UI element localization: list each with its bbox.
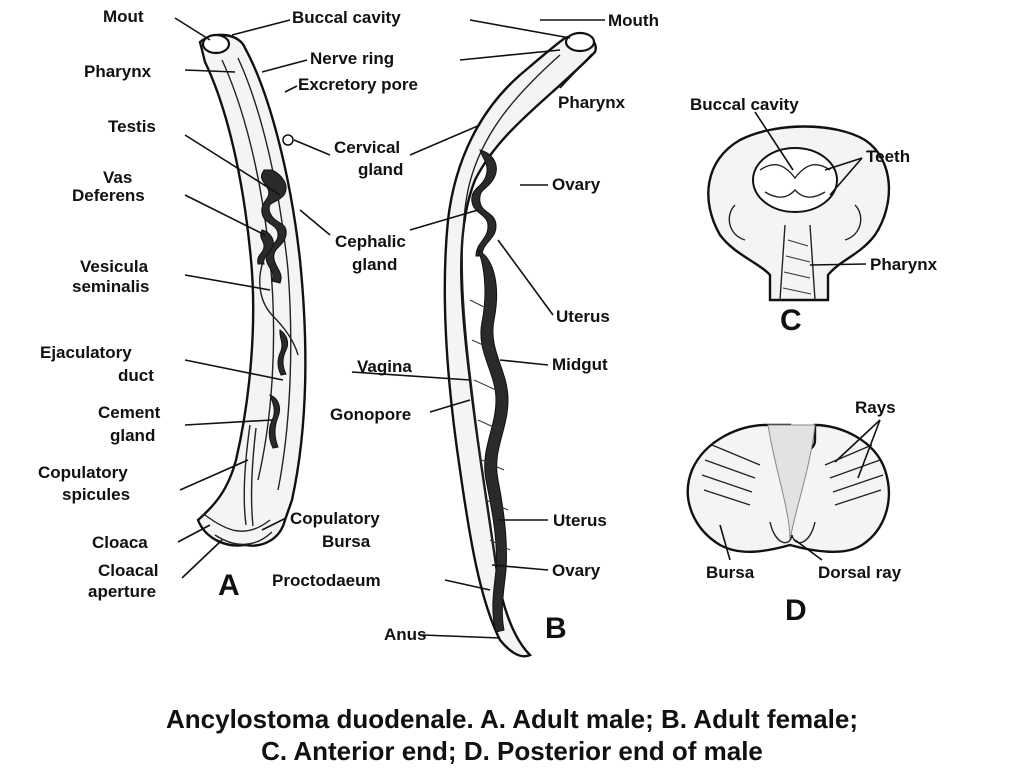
uterus-midgut-mass	[476, 248, 509, 633]
label-a-ejaculatory-2: duct	[118, 366, 154, 385]
label-b-uterus-bottom: Uterus	[553, 511, 607, 530]
female-mouth-opening	[564, 31, 596, 53]
panel-letter-b: B	[545, 612, 567, 645]
label-cervical-gland-1: Cervical	[334, 138, 400, 157]
label-a-testis: Testis	[108, 117, 156, 136]
label-excretory-pore: Excretory pore	[298, 75, 418, 94]
label-a-vas-deferens-1: Vas	[103, 168, 132, 187]
caption-line-1: Ancylostoma duodenale. A. Adult male; B.…	[166, 704, 858, 734]
anterior-end-drawing	[707, 125, 891, 302]
label-c-pharynx: Pharynx	[870, 255, 938, 274]
label-b-pharynx: Pharynx	[558, 93, 626, 112]
panel-letter-d: D	[785, 594, 807, 627]
label-a-pharynx: Pharynx	[84, 62, 152, 81]
male-worm-drawing	[196, 33, 307, 547]
copulatory-bursa-drawing	[204, 514, 273, 546]
label-a-cement-2: gland	[110, 426, 155, 445]
label-b-vagina: Vagina	[357, 357, 412, 376]
dorsal-ray-drawing	[769, 521, 816, 544]
pharynx-tube	[779, 224, 816, 301]
label-b-proctodaeum: Proctodaeum	[272, 571, 381, 590]
rays-left	[701, 444, 761, 506]
female-worm-drawing	[443, 31, 597, 658]
anterior-end-outline	[707, 125, 891, 302]
side-hooks	[728, 204, 862, 241]
label-c-buccal-cavity: Buccal cavity	[690, 95, 799, 114]
label-cephalic-gland-2: gland	[352, 255, 397, 274]
label-b-midgut: Midgut	[552, 355, 608, 374]
buccal-capsule	[752, 147, 838, 213]
label-b-mouth: Mouth	[608, 11, 659, 30]
testis-coils	[261, 169, 287, 284]
label-a-cement-1: Cement	[98, 403, 161, 422]
label-c-teeth: Teeth	[866, 147, 910, 166]
labels: Mout Pharynx Testis Vas Deferens Vesicul…	[38, 7, 938, 644]
label-buccal-cavity: Buccal cavity	[292, 8, 401, 27]
label-d-bursa: Bursa	[706, 563, 755, 582]
label-a-spicules-2: spicules	[62, 485, 130, 504]
label-b-uterus-top: Uterus	[556, 307, 610, 326]
cement-gland	[268, 394, 281, 449]
label-a-cloacal-aperture-1: Cloacal	[98, 561, 158, 580]
label-a-spicules-1: Copulatory	[38, 463, 128, 482]
vas-deferens-coils	[257, 229, 274, 265]
label-copulatory-bursa-1: Copulatory	[290, 509, 380, 528]
panel-letters: A B C D	[218, 304, 807, 645]
caption-line-2: C. Anterior end; D. Posterior end of mal…	[261, 736, 763, 766]
label-d-dorsal-ray: Dorsal ray	[818, 563, 902, 582]
label-b-ovary-top: Ovary	[552, 175, 601, 194]
teeth-drawing	[759, 164, 831, 198]
leader-lines	[174, 17, 881, 639]
label-a-vesicula-2: seminalis	[72, 277, 150, 296]
ovary-upper-coils	[471, 149, 497, 257]
label-a-cloacal-aperture-2: aperture	[88, 582, 156, 601]
ejaculatory-duct	[277, 329, 289, 376]
panel-letter-c: C	[780, 304, 802, 337]
label-cervical-gland-2: gland	[358, 160, 403, 179]
label-b-anus: Anus	[384, 625, 427, 644]
label-a-vas-deferens-2: Deferens	[72, 186, 145, 205]
label-cephalic-gland-1: Cephalic	[335, 232, 406, 251]
label-a-mouth: Mout	[103, 7, 144, 26]
female-worm-body	[443, 34, 597, 658]
vesicula-seminalis	[259, 254, 299, 356]
label-a-ejaculatory-1: Ejaculatory	[40, 343, 132, 362]
posterior-end-drawing	[686, 423, 890, 554]
label-a-cloaca: Cloaca	[92, 533, 148, 552]
copulatory-spicules-drawing	[243, 424, 257, 527]
label-d-rays: Rays	[855, 398, 896, 417]
panel-letter-a: A	[218, 569, 240, 602]
figure-caption: Ancylostoma duodenale. A. Adult male; B.…	[166, 704, 858, 766]
label-a-vesicula-1: Vesicula	[80, 257, 149, 276]
cervical-gland-dot	[282, 134, 294, 146]
label-b-ovary-bottom: Ovary	[552, 561, 601, 580]
label-b-gonopore: Gonopore	[330, 405, 411, 424]
label-nerve-ring: Nerve ring	[310, 49, 394, 68]
rays-right	[824, 444, 884, 506]
label-copulatory-bursa-2: Bursa	[322, 532, 371, 551]
